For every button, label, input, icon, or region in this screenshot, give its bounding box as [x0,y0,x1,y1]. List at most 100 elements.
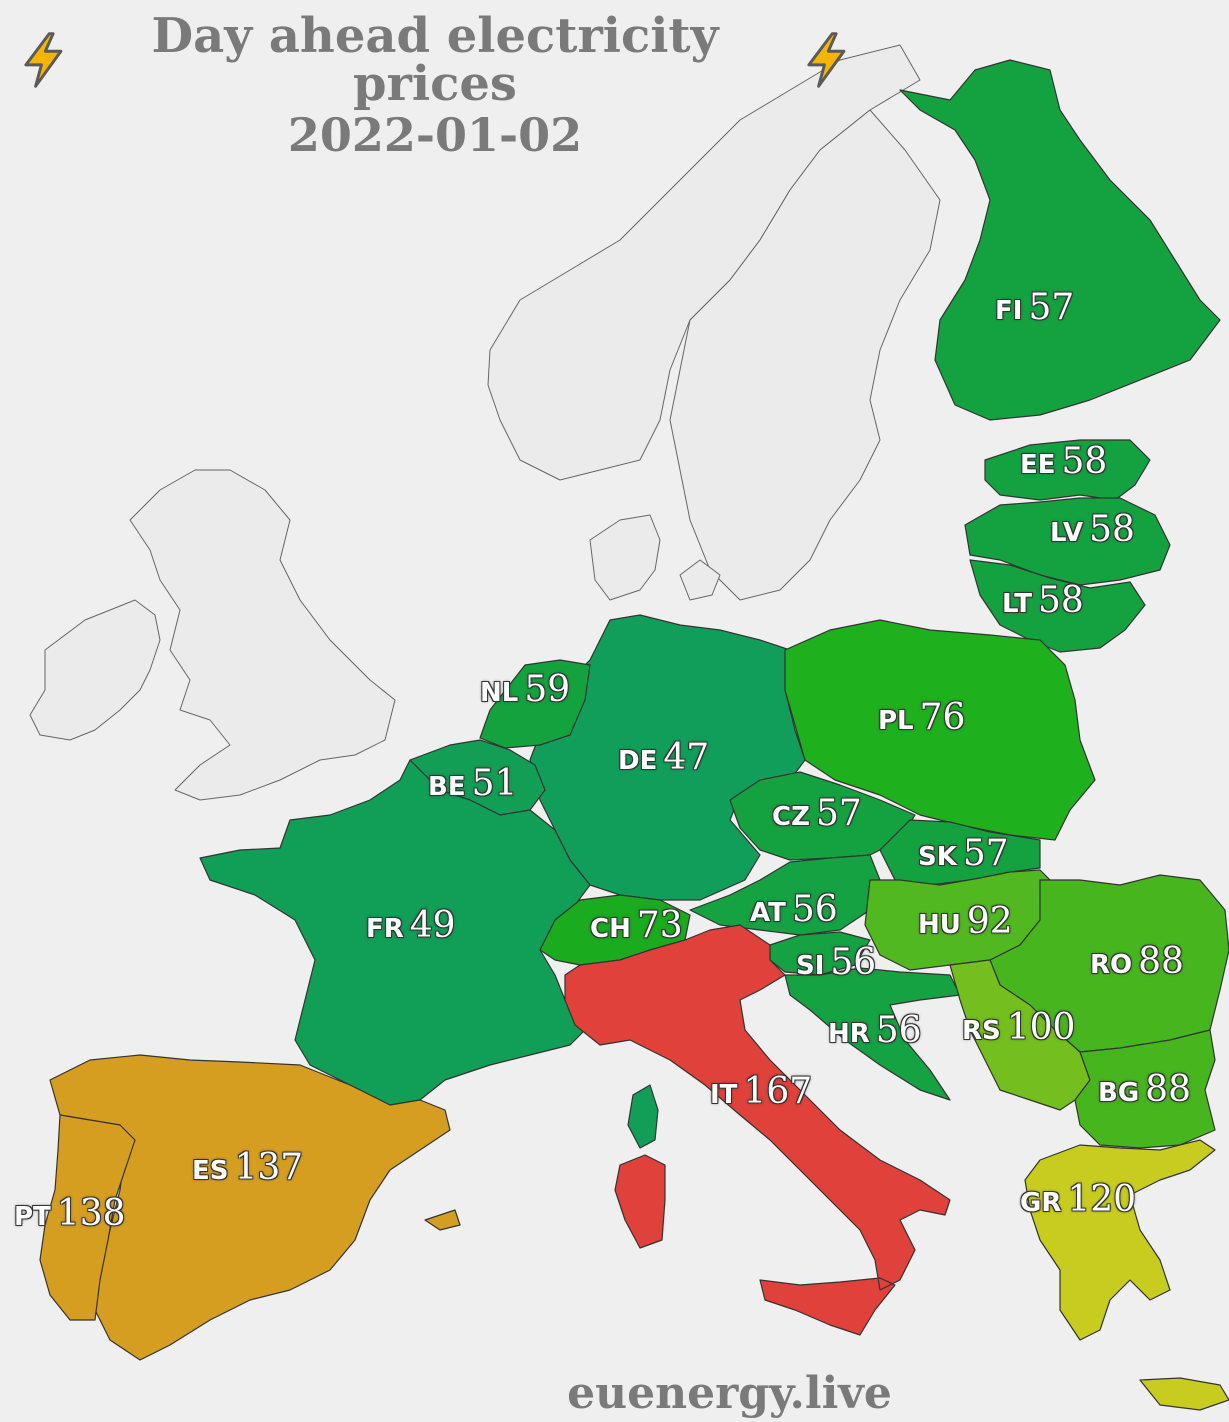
lightning-bolt-icon [807,32,846,88]
country-pt-shape[interactable] [39,1114,136,1321]
label-ch-price: 73 [636,905,683,946]
country-fr-shape[interactable] [199,759,591,1106]
country-lt-shape[interactable] [969,559,1146,653]
label-gr-price: 120 [1067,1179,1137,1220]
label-ro-price: 88 [1138,941,1184,982]
label-rs-code: RS [962,1016,1001,1046]
country-ee-shape[interactable] [984,439,1151,501]
label-hu-code: HU [918,910,961,940]
label-de-price: 47 [663,737,710,778]
label-cz-code: CZ [772,802,810,832]
label-pt-price: 138 [56,1193,126,1234]
label-nl-price: 59 [524,669,571,710]
great-britain-shape [129,469,396,801]
title-date: 2022-01-02 [287,108,583,162]
label-fi-price: 57 [1028,287,1075,328]
country-si-shape[interactable] [769,931,871,976]
label-ro-code: RO [1090,950,1133,980]
label-at-code: AT [750,898,786,928]
label-fr-code: FR [366,914,404,944]
label-cz-price: 57 [815,793,862,834]
country-corsica-shape[interactable] [627,1084,659,1149]
unpriced-land [29,44,941,801]
label-gr-code: GR [1020,1188,1062,1218]
label-it-price: 167 [743,1071,813,1112]
ireland-shape [29,599,161,741]
country-gr-shape[interactable] [1024,1139,1229,1411]
map-title: Day ahead electricity prices 2022-01-02 [20,12,850,158]
label-lv-code: LV [1050,518,1084,548]
denmark-shape [589,514,721,601]
label-bg-price: 88 [1145,1069,1191,1110]
label-bg-code: BG [1098,1078,1140,1108]
sweden-shape [669,109,941,601]
country-nl-shape[interactable] [479,659,591,749]
lightning-bolt-icon [24,32,63,88]
country-lv-shape[interactable] [964,497,1171,586]
label-rs-price: 100 [1006,1007,1076,1048]
label-si-price: 56 [830,942,877,983]
priced-countries [39,59,1229,1411]
country-hr-shape[interactable] [784,967,961,1101]
country-bg-shape[interactable] [1074,1029,1216,1149]
label-ee-price: 58 [1061,441,1108,482]
label-ch-code: CH [590,914,631,944]
site-watermark: euenergy.live [567,1368,892,1419]
label-hr-code: HR [828,1019,870,1049]
label-at-price: 56 [791,889,838,930]
country-it-shape[interactable] [564,924,951,1336]
label-pt-code: PT [14,1202,51,1232]
label-sk-code: SK [918,842,957,872]
label-hu-price: 92 [966,901,1013,942]
country-es-shape[interactable] [49,1054,461,1361]
label-be-price: 51 [471,763,518,804]
label-be-code: BE [428,772,466,802]
label-nl-code: NL [480,678,519,708]
label-si-code: SI [796,951,825,981]
label-pl-price: 76 [919,697,966,738]
title-line: Day ahead electricity prices [20,12,850,108]
label-fr-price: 49 [409,905,456,946]
label-fi-code: FI [995,296,1023,326]
label-hr-price: 56 [875,1010,922,1051]
label-ee-code: EE [1020,450,1056,480]
label-it-code: IT [710,1080,738,1110]
label-lt-code: LT [1002,589,1032,619]
country-pl-shape[interactable] [784,619,1096,841]
label-sk-price: 57 [962,833,1009,874]
title-text: Day ahead electricity prices [151,8,719,112]
country-ch-shape[interactable] [539,894,691,966]
country-fi-shape[interactable] [899,59,1221,421]
label-lt-price: 58 [1038,580,1084,621]
label-es-price: 137 [234,1147,304,1188]
label-de-code: DE [618,746,658,776]
label-lv-price: 58 [1089,509,1135,550]
label-pl-code: PL [878,706,914,736]
label-es-code: ES [192,1156,229,1186]
